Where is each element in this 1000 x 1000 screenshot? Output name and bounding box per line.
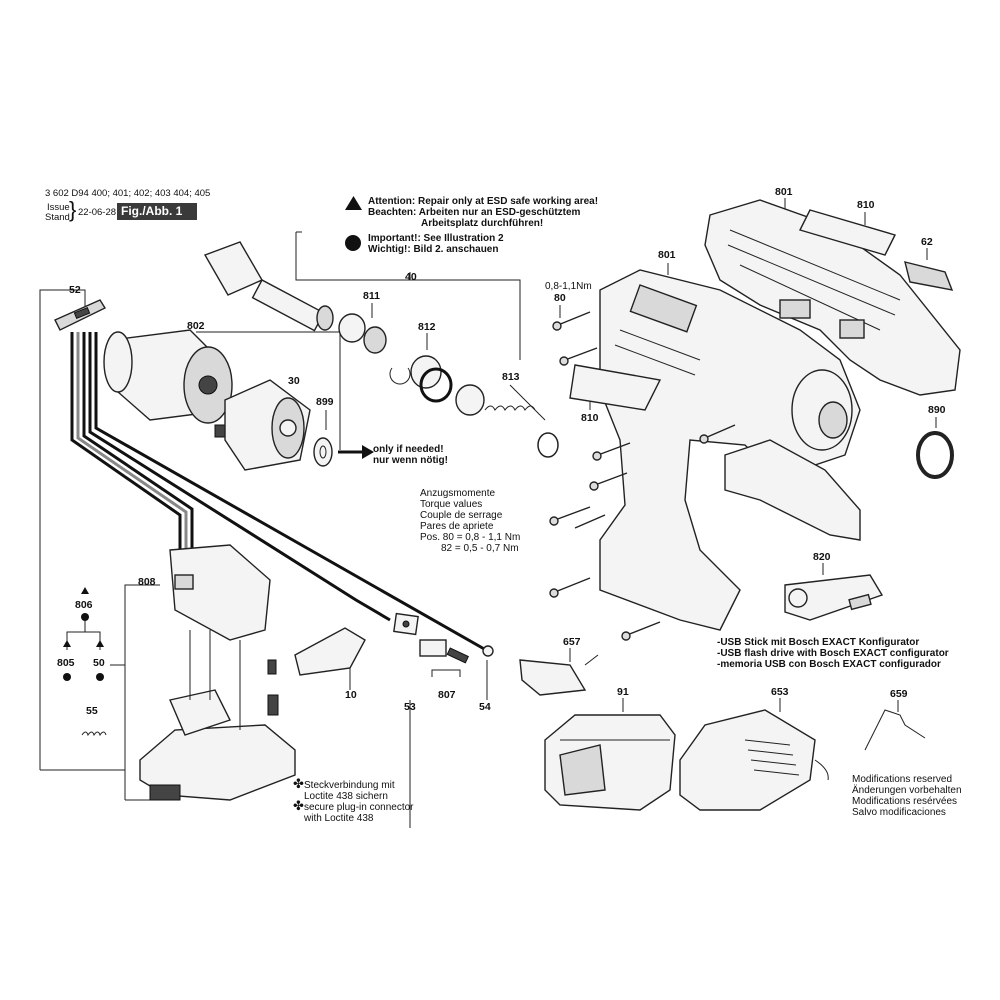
header-brace: } [69, 197, 77, 222]
modifications-es: Salvo modificaciones [852, 807, 946, 818]
part-54-pin [482, 645, 494, 657]
part-802-motor [103, 329, 236, 438]
part-812-sleeve [389, 355, 453, 403]
beachten-text-2: Arbeitsplatz durchführen! [421, 218, 544, 229]
part-label-806: 806 [75, 599, 93, 611]
part-side-cover [724, 439, 861, 541]
part-label-40: 40 [405, 271, 417, 283]
part-801-housing [599, 269, 861, 631]
part-label-810-upper: 810 [857, 199, 875, 211]
part-label-653: 653 [771, 686, 789, 698]
part-label-52: 52 [69, 284, 81, 296]
part-811-nut [338, 313, 387, 354]
part-label-91: 91 [617, 686, 629, 698]
part-52-connector [54, 299, 107, 331]
torque-title-en: Torque values [420, 499, 483, 510]
part-label-811: 811 [363, 290, 380, 302]
attention-text: Attention: Repair only at ESD safe worki… [368, 196, 599, 207]
part-label-54: 54 [479, 701, 491, 713]
part-label-801-upper: 801 [775, 186, 793, 198]
part-55-spring [81, 731, 107, 737]
part-label-807: 807 [438, 689, 456, 701]
part-spindle [203, 241, 334, 332]
torque-title-fr: Couple de serrage [420, 510, 503, 521]
loctite-en-1: secure plug-in connector [304, 802, 414, 813]
part-label-813: 813 [502, 371, 520, 383]
issue-label: Issue [47, 202, 70, 213]
issue-date: 22-06-28 [78, 207, 117, 218]
part-899-washer [313, 437, 374, 467]
part-810-label-upper [798, 209, 897, 256]
part-label-890: 890 [928, 404, 946, 416]
markers [63, 587, 104, 681]
part-label-899: 899 [316, 396, 334, 408]
usb-note-en: -USB flash drive with Bosch EXACT config… [717, 648, 949, 659]
part-label-50: 50 [93, 657, 105, 669]
part-label-801-lower: 801 [658, 249, 676, 261]
nur-wenn-text: nur wenn nötig! [373, 455, 448, 466]
only-if-needed-text: only if needed! [373, 444, 444, 455]
part-53-switch [393, 612, 419, 636]
part-label-10: 10 [345, 689, 357, 701]
part-label-802: 802 [187, 320, 205, 332]
important-circle-icon [345, 235, 361, 251]
part-label-657: 657 [563, 636, 581, 648]
part-label-80: 80 [554, 292, 566, 304]
torque-80-text: 0,8-1,1Nm [545, 281, 592, 292]
part-813-spring-set [455, 384, 559, 458]
screws-80 [549, 311, 736, 641]
part-820-usb [784, 574, 884, 621]
part-807-sensor [419, 639, 469, 664]
torque-pos80: Pos. 80 = 0,8 - 1,1 Nm [420, 532, 521, 543]
warning-triangle-icon [345, 196, 362, 210]
beachten-text: Beachten: Arbeiten nur an ESD-geschützte… [368, 207, 581, 218]
part-label-30: 30 [288, 375, 300, 387]
part-label-53: 53 [404, 701, 416, 713]
torque-title-de: Anzugsmomente [420, 488, 496, 499]
wichtig-text: Wichtig!: Bild 2. anschauen [368, 244, 499, 255]
part-657-key [519, 654, 599, 696]
clover-icon-2: ✤ [293, 798, 304, 813]
part-label-55: 55 [86, 705, 98, 717]
part-808-electronics [139, 544, 296, 801]
model-numbers: 3 602 D94 400; 401; 402; 403 404; 405 [45, 188, 211, 199]
loctite-de-1: Steckverbindung mit [304, 780, 395, 791]
part-label-810-lower: 810 [581, 412, 599, 424]
part-91-battery [544, 714, 676, 811]
torque-title-es: Pares de apriete [420, 521, 494, 532]
figure-label: Fig./Abb. 1 [117, 203, 197, 220]
usb-note-es: -memoria USB con Bosch EXACT configurado… [717, 659, 941, 670]
clover-icon: ✤ [293, 776, 304, 791]
modifications-de: Änderungen vorbehalten [852, 785, 962, 796]
part-30-gearbox [224, 379, 311, 471]
modifications-en: Modifications reserved [852, 774, 953, 785]
usb-note-de: -USB Stick mit Bosch EXACT Konfigurator [717, 637, 920, 648]
part-653-charger [679, 709, 829, 811]
torque-pos82: 82 = 0,5 - 0,7 Nm [441, 543, 519, 554]
leader-lines [39, 198, 937, 828]
part-label-820: 820 [813, 551, 831, 563]
part-label-812: 812 [418, 321, 436, 333]
important-text: Important!: See Illustration 2 [368, 233, 504, 244]
part-10-bracket [294, 627, 366, 676]
part-62-cap [904, 261, 954, 291]
part-label-659: 659 [890, 688, 908, 700]
part-label-808: 808 [138, 576, 156, 588]
modifications-fr: Modifications resérvées [852, 796, 958, 807]
part-label-62: 62 [921, 236, 933, 248]
part-890-ring [916, 431, 954, 479]
loctite-en-2: with Loctite 438 [304, 813, 374, 824]
part-label-805: 805 [57, 657, 75, 669]
loctite-de-2: Loctite 438 sichern [304, 791, 388, 802]
stand-label: Stand [45, 212, 70, 223]
part-810-label-lower [569, 364, 662, 411]
part-659-clip [864, 709, 926, 751]
